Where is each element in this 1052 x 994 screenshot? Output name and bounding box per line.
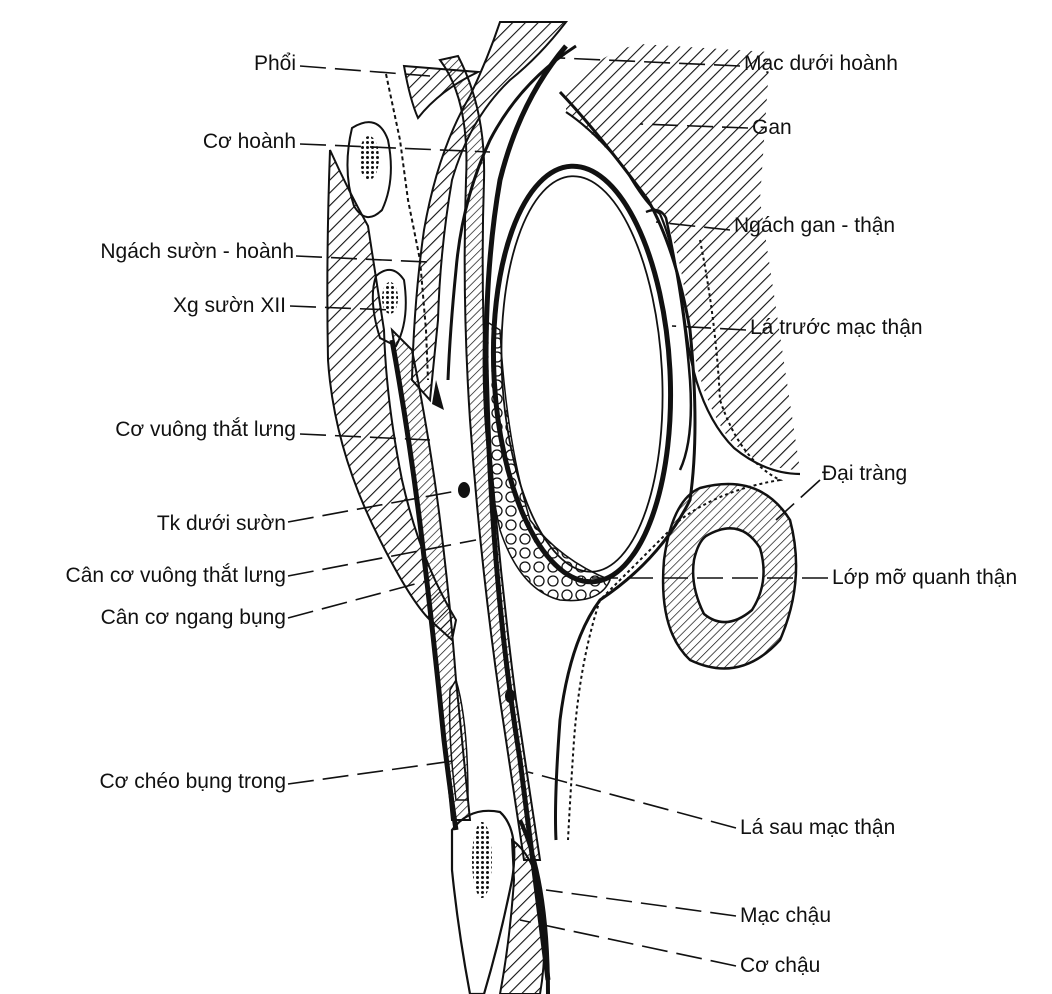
label-la-truoc-mac-than: Lá trước mạc thận	[750, 316, 923, 339]
subcostal-nerve-1	[458, 482, 470, 498]
label-co-chau: Cơ chậu	[740, 954, 820, 977]
leader-mac-chau	[546, 890, 736, 916]
subcostal-nerve-2	[505, 689, 515, 703]
label-mac-chau: Mạc chậu	[740, 904, 831, 927]
leader-dai-trang	[776, 480, 820, 520]
label-gan: Gan	[752, 116, 792, 139]
leader-co-cheo	[288, 760, 460, 784]
label-xg-suon-xii: Xg sườn XII	[173, 294, 286, 317]
labels-left: Phổi Cơ hoành Ngách sườn - hoành Xg sườn…	[66, 52, 296, 793]
diaphragm-slip-core	[359, 136, 379, 180]
leader-la-sau	[528, 772, 736, 828]
label-co-cheo-bung-trong: Cơ chéo bụng trong	[99, 770, 286, 793]
label-ngach-suon-hoanh: Ngách sườn - hoành	[100, 240, 294, 263]
anatomy-drawing	[327, 22, 800, 994]
leader-can-co-ngang	[288, 580, 430, 618]
label-ngach-gan-than: Ngách gan - thận	[734, 214, 895, 237]
label-co-vuong-that-lung: Cơ vuông thắt lưng	[115, 418, 296, 441]
label-la-sau-mac-than: Lá sau mạc thận	[740, 816, 895, 839]
iliacus-muscle	[500, 840, 545, 994]
label-mac-duoi-hoanh: Mạc dưới hoành	[744, 52, 898, 75]
colon-lumen	[693, 528, 763, 622]
label-co-hoanh: Cơ hoành	[203, 130, 296, 153]
label-tk-duoi-suon: Tk dưới sườn	[157, 512, 286, 535]
label-can-co-vuong-that-lung: Cân cơ vuông thắt lưng	[66, 564, 286, 587]
nerve-wedge	[432, 380, 444, 410]
label-lop-mo-quanh-than: Lớp mỡ quanh thận	[832, 566, 1017, 589]
iliac-crest-core	[472, 822, 492, 898]
leader-co-chau	[520, 920, 736, 966]
label-can-co-ngang-bung: Cân cơ ngang bụng	[101, 606, 286, 629]
label-dai-trang: Đại tràng	[822, 462, 907, 485]
label-phoi: Phổi	[254, 52, 296, 75]
